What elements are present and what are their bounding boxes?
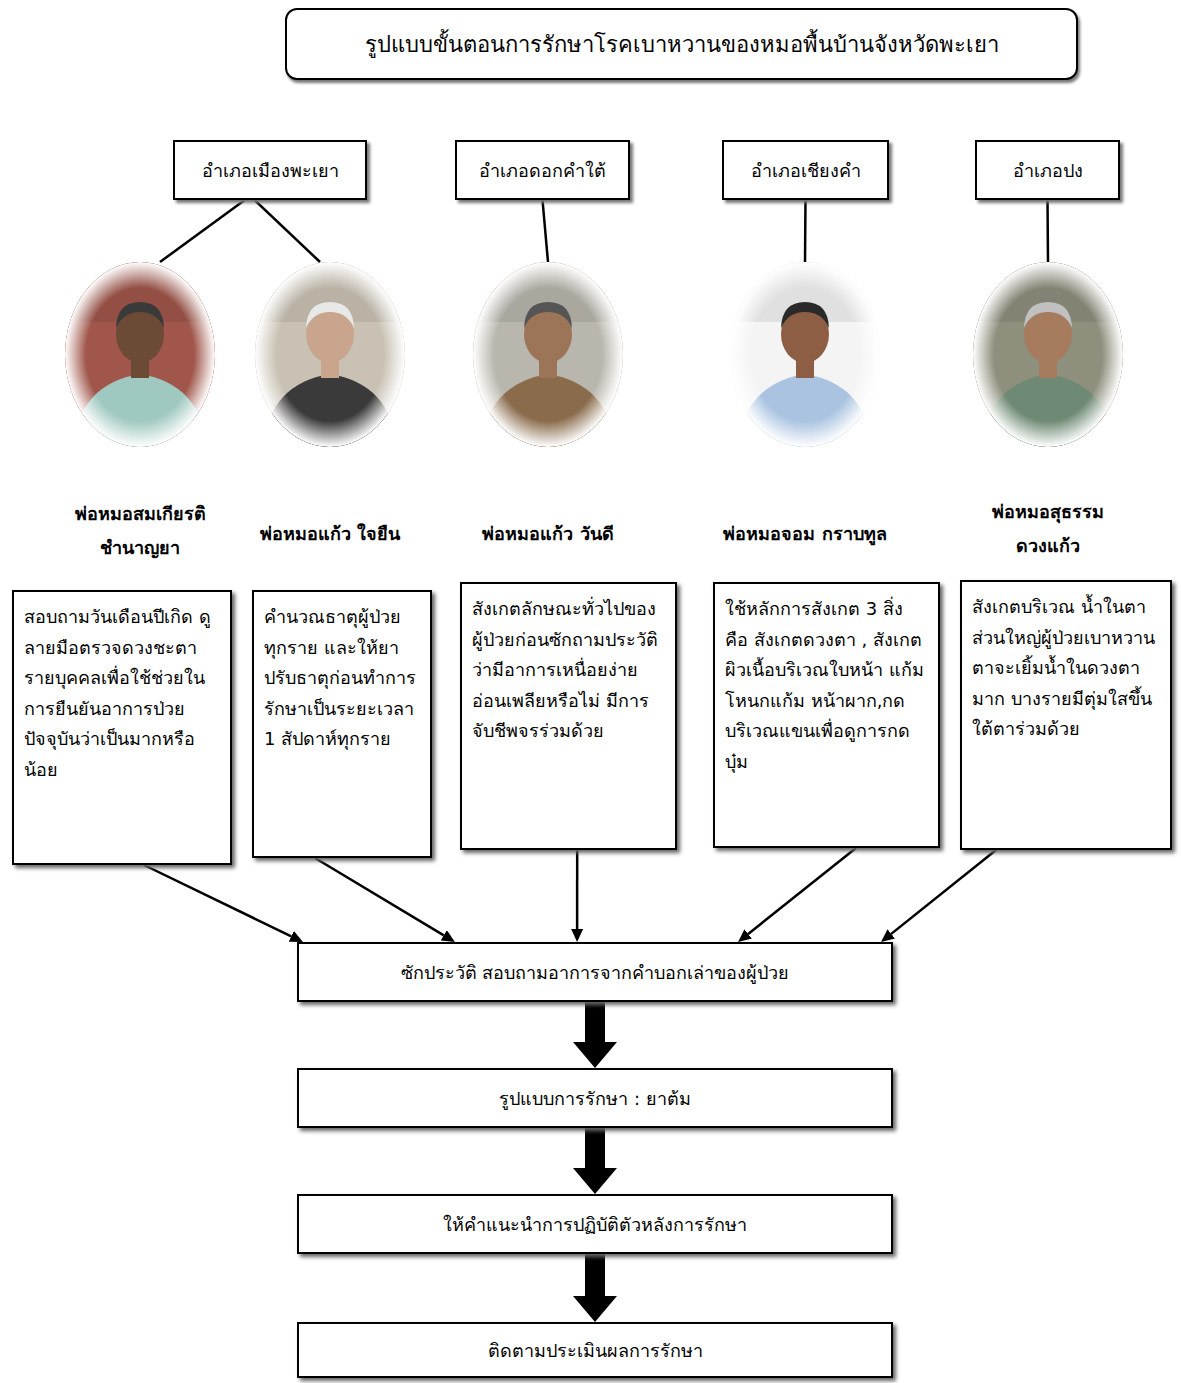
process-box: รูปแบบการรักษา : ยาต้ม [297, 1068, 893, 1128]
method-box: สอบถามวันเดือนปีเกิด ดูลายมือตรวจดวงชะตา… [12, 590, 232, 865]
method-box: สังเกตบริเวณ น้ำในตา ส่วนใหญ่ผู้ป่วยเบาห… [960, 580, 1172, 850]
flow-arrow [585, 1128, 605, 1168]
connector-arrow [576, 850, 579, 929]
healer-portrait: พ่อหมอสุธรรม ดวงแก้ว [948, 262, 1148, 562]
title-text: รูปแบบขั้นตอนการรักษาโรคเบาหวานของหมอพื้… [365, 27, 999, 62]
healer-name: พ่อหมอแก้ว ใจยืน [230, 517, 430, 551]
title-box: รูปแบบขั้นตอนการรักษาโรคเบาหวานของหมอพื้… [285, 8, 1078, 80]
box-text: สอบถามวันเดือนปีเกิด ดูลายมือตรวจดวงชะตา… [24, 602, 220, 786]
healer-portrait: พ่อหมอสมเกียรติ ชำนาญยา [40, 262, 240, 562]
link-line [1046, 200, 1049, 262]
box-text: อำเภอเมืองพะเยา [202, 156, 339, 185]
box-text: สังเกตบริเวณ น้ำในตา ส่วนใหญ่ผู้ป่วยเบาห… [972, 592, 1160, 745]
box-text: อำเภอปง [1013, 156, 1083, 185]
box-text: คำนวณธาตุผู้ป่วยทุกราย และให้ยาปรับธาตุก… [264, 602, 420, 755]
box-text: อำเภอดอกคำใต้ [479, 156, 606, 185]
connector-arrow [144, 865, 291, 936]
box-text: ซักประวัติ สอบถามอาการจากคำบอกเล่าของผู้… [401, 958, 790, 987]
flow-arrow [585, 1254, 605, 1296]
link-line [254, 200, 320, 262]
healer-portrait: พ่อหมอแก้ว ใจยืน [230, 262, 430, 562]
box-text: รูปแบบการรักษา : ยาต้ม [499, 1084, 691, 1113]
box-text: สังเกตลักษณะทั่วไปของผู้ป่วยก่อนซักถามปร… [472, 594, 665, 747]
portrait-photo [730, 262, 880, 447]
link-line [804, 200, 807, 262]
healer-portrait: พ่อหมอจอม กราบทูล [705, 262, 905, 562]
healer-name: พ่อหมอสุธรรม ดวงแก้ว [978, 495, 1118, 563]
box-text: ใช้หลักการสังเกต 3 สิ่ง คือ สังเกตดวงตา … [725, 594, 928, 778]
method-box: สังเกตลักษณะทั่วไปของผู้ป่วยก่อนซักถามปร… [460, 582, 677, 850]
district-box: อำเภอเชียงคำ [722, 140, 889, 200]
healer-name: พ่อหมอสมเกียรติ ชำนาญยา [65, 497, 215, 565]
link-line [160, 200, 245, 262]
process-box: ติดตามประเมินผลการรักษา [297, 1322, 893, 1378]
connector-arrow [315, 858, 444, 935]
connector-arrow [748, 848, 856, 934]
district-box: อำเภอเมืองพะเยา [173, 140, 367, 200]
district-box: อำเภอดอกคำใต้ [455, 140, 630, 200]
healer-portrait: พ่อหมอแก้ว วันดี [448, 262, 648, 562]
box-text: ติดตามประเมินผลการรักษา [488, 1336, 703, 1365]
portrait-photo [255, 262, 405, 447]
method-box: คำนวณธาตุผู้ป่วยทุกราย และให้ยาปรับธาตุก… [252, 590, 432, 858]
flow-arrow [585, 1002, 605, 1042]
portrait-photo [473, 262, 623, 447]
box-text: ให้คำแนะนำการปฏิบัติตัวหลังการรักษา [443, 1210, 747, 1239]
healer-name: พ่อหมอแก้ว วันดี [448, 517, 648, 551]
district-box: อำเภอปง [975, 140, 1120, 200]
connector-arrow [891, 850, 996, 934]
box-text: อำเภอเชียงคำ [751, 156, 861, 185]
process-box: ซักประวัติ สอบถามอาการจากคำบอกเล่าของผู้… [297, 942, 893, 1002]
portrait-photo [973, 262, 1123, 447]
healer-name: พ่อหมอจอม กราบทูล [705, 517, 905, 551]
method-box: ใช้หลักการสังเกต 3 สิ่ง คือ สังเกตดวงตา … [713, 582, 940, 848]
process-box: ให้คำแนะนำการปฏิบัติตัวหลังการรักษา [297, 1194, 893, 1254]
link-line [543, 200, 549, 262]
portrait-photo [65, 262, 215, 447]
